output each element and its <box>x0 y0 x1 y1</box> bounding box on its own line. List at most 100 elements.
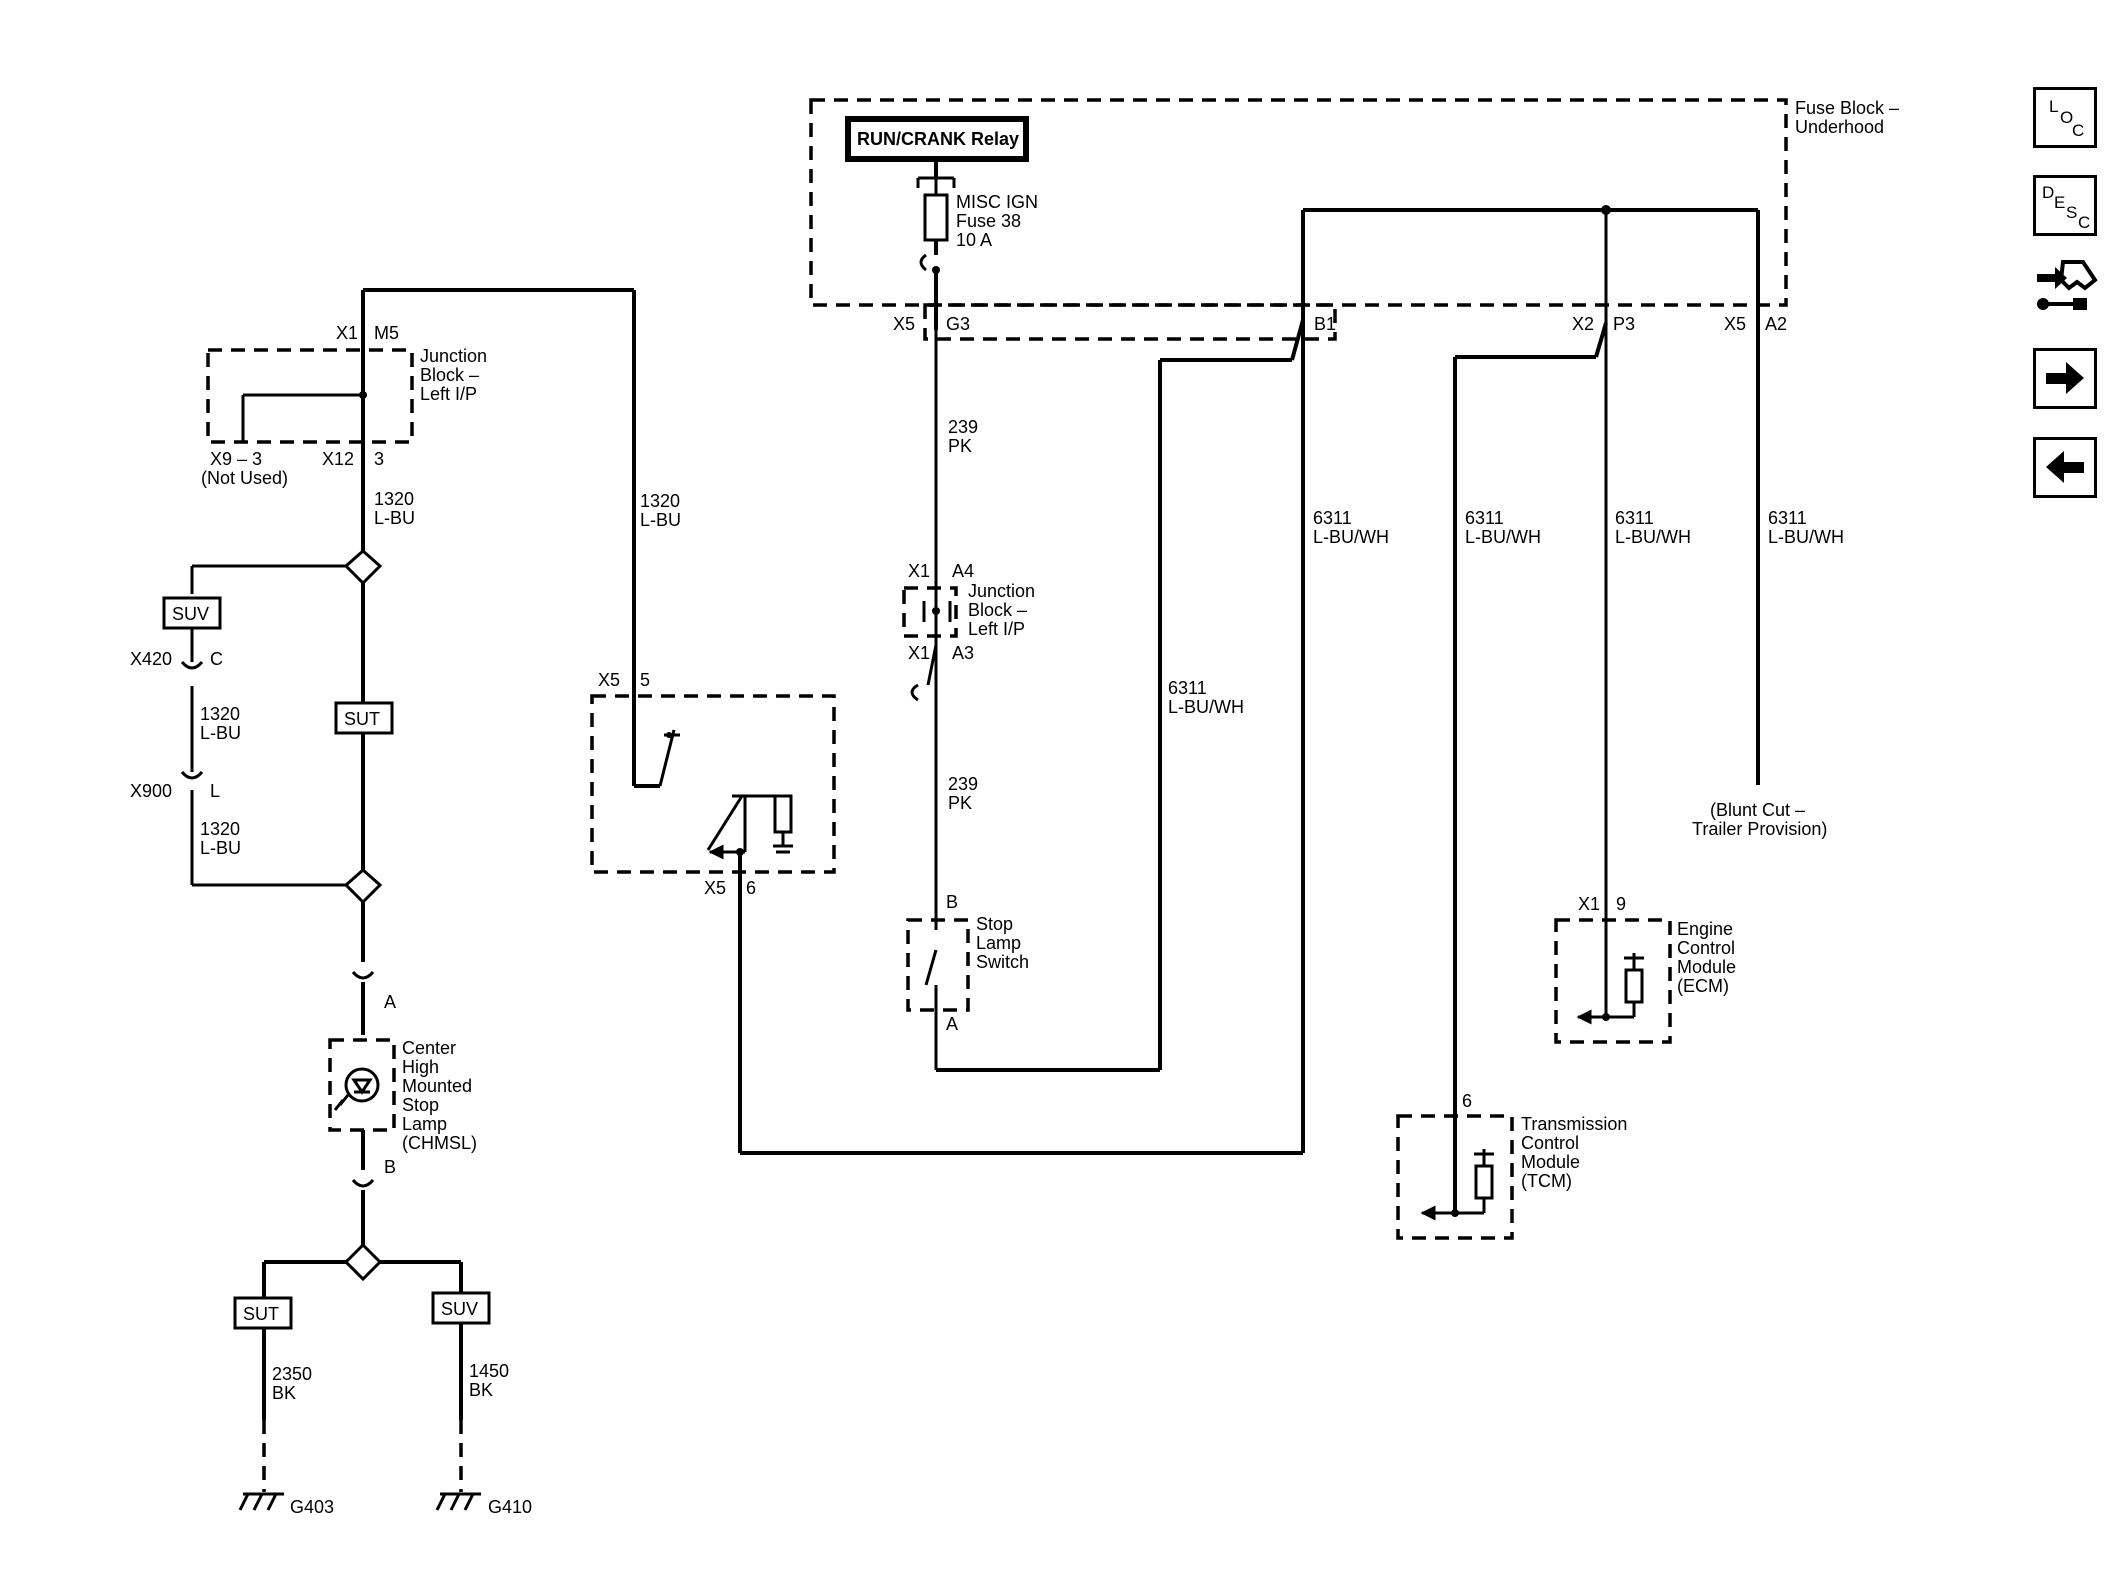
option-sut-lower-label: SUT <box>243 1304 279 1324</box>
wire-1320-suv-branch <box>180 628 346 887</box>
tcm-label: Transmission <box>1521 1114 1627 1134</box>
wire-1450-label: 1450 <box>469 1361 509 1381</box>
label-a3: A3 <box>952 643 974 663</box>
label-pin6: 6 <box>746 878 756 898</box>
wire-239-color-top: PK <box>948 436 972 456</box>
arrow-right-icon <box>2046 362 2084 394</box>
stop-lamp-switch-label-2: Lamp <box>976 933 1021 953</box>
tcm-label-3: Module <box>1521 1152 1580 1172</box>
location-button[interactable]: L O C <box>2033 87 2097 148</box>
option-sut-lower[interactable]: SUT <box>233 1296 293 1330</box>
label-p3: P3 <box>1613 314 1635 334</box>
label-a2: A2 <box>1765 314 1787 334</box>
option-suv-upper[interactable]: SUV <box>162 596 222 630</box>
label-pin3: 3 <box>374 449 384 469</box>
junction-block-ip-label: Junction <box>968 581 1035 601</box>
label-x1-a3: X1 <box>908 643 930 663</box>
option-sut-upper[interactable]: SUT <box>334 701 394 735</box>
tcm-label-2: Control <box>1521 1133 1579 1153</box>
label-x5-5: X5 <box>598 670 620 690</box>
junction-block-ip-label-2: Block – <box>968 600 1027 620</box>
wire-6311-color-a2: L-BU/WH <box>1768 527 1844 547</box>
label-x1-a4: X1 <box>908 561 930 581</box>
desc-letter-e: E <box>2054 193 2065 212</box>
label-ecm-x1: X1 <box>1578 894 1600 914</box>
wire-6311-network <box>1158 205 1760 1213</box>
fuse-line3: 10 A <box>956 230 992 250</box>
ground-g410-symbol <box>435 1492 481 1511</box>
label-x5-6: X5 <box>704 878 726 898</box>
label-x420: X420 <box>130 649 172 669</box>
chmsl-lamp <box>328 1038 396 1170</box>
wire-6311-label-b1: 6311 <box>1313 508 1352 528</box>
chmsl-label-2: High <box>402 1057 439 1077</box>
label-x12: X12 <box>322 449 354 469</box>
junction-block-left-label-3: Left I/P <box>420 384 477 404</box>
fuse-block-label: Fuse Block – <box>1795 98 1899 118</box>
label-x5-a2: X5 <box>1724 314 1746 334</box>
label-x1-m5: X1 <box>336 323 358 343</box>
ecm-label: Engine <box>1677 919 1733 939</box>
label-x5-g3: X5 <box>893 314 915 334</box>
relay-label: RUN/CRANK Relay <box>857 129 1019 149</box>
wire-6311-color-tcm: L-BU/WH <box>1465 527 1541 547</box>
label-pin5: 5 <box>640 670 650 690</box>
wrench-connector-icon[interactable] <box>2033 258 2099 318</box>
chmsl-ground-branch <box>262 1178 463 1298</box>
wire-1320-label-suv-2: 1320 <box>200 819 240 839</box>
wire-1320-color-right: L-BU <box>640 510 681 530</box>
ecm-label-4: (ECM) <box>1677 976 1729 996</box>
desc-letter-c: C <box>2078 213 2090 232</box>
loc-letter-o: O <box>2060 108 2073 127</box>
fuse-block-label-2: Underhood <box>1795 117 1884 137</box>
label-chmsl-b: B <box>384 1157 396 1177</box>
wire-1320-color-left: L-BU <box>374 508 415 528</box>
description-button[interactable]: D E S C <box>2033 175 2097 236</box>
option-suv-lower[interactable]: SUV <box>431 1291 491 1325</box>
option-sut-label: SUT <box>344 709 380 729</box>
label-x900: X900 <box>130 781 172 801</box>
label-l: L <box>210 781 220 801</box>
wire-6311-label-a2: 6311 <box>1768 508 1807 528</box>
wire-6311-label-tcm: 6311 <box>1465 508 1504 528</box>
previous-page-button[interactable] <box>2033 437 2097 498</box>
label-switch-a: A <box>946 1014 958 1034</box>
label-chmsl-a: A <box>384 992 396 1012</box>
option-suv-lower-label: SUV <box>441 1299 478 1319</box>
junction-block-left-label-2: Block – <box>420 365 479 385</box>
wire-239-color-bottom: PK <box>948 793 972 813</box>
label-a4: A4 <box>952 561 974 581</box>
wire-1320-label-suv: 1320 <box>200 704 240 724</box>
arrow-left-icon <box>2046 451 2084 483</box>
wire-1320-top <box>206 288 634 566</box>
tcm-module <box>1396 1114 1514 1240</box>
ecm-module <box>1554 918 1672 1044</box>
option-suv-label: SUV <box>172 604 209 624</box>
junction-block-ip-label-3: Left I/P <box>968 619 1025 639</box>
chmsl-label-6: (CHMSL) <box>402 1133 477 1153</box>
label-x2: X2 <box>1572 314 1594 334</box>
run-crank-relay: RUN/CRANK Relay <box>845 116 1029 162</box>
stop-lamp-switch-label-3: Switch <box>976 952 1029 972</box>
label-not-used: (Not Used) <box>201 468 288 488</box>
next-page-button[interactable] <box>2033 348 2097 409</box>
fuse-block-bottom-connector <box>923 303 1337 341</box>
wire-239-label-bottom: 239 <box>948 774 978 794</box>
ground-g403-label: G403 <box>290 1497 334 1517</box>
wire-239-circuit <box>902 330 1160 1072</box>
wire-239-label-top: 239 <box>948 417 978 437</box>
desc-letter-s: S <box>2066 203 2077 222</box>
blunt-cut-label: (Blunt Cut – <box>1710 800 1805 820</box>
label-b1: B1 <box>1314 314 1336 334</box>
wire-1450-color: BK <box>469 1380 493 1400</box>
junction-block-left-label: Junction <box>420 346 487 366</box>
fuse-line1: MISC IGN <box>956 192 1038 212</box>
relay-output <box>916 160 956 195</box>
chmsl-label-3: Mounted <box>402 1076 472 1096</box>
ground-g403-symbol <box>238 1492 284 1511</box>
label-m5: M5 <box>374 323 399 343</box>
wire-1320-label-left: 1320 <box>374 489 414 509</box>
tcm-label-4: (TCM) <box>1521 1171 1572 1191</box>
wire-6311-color-ecm: L-BU/WH <box>1615 527 1691 547</box>
